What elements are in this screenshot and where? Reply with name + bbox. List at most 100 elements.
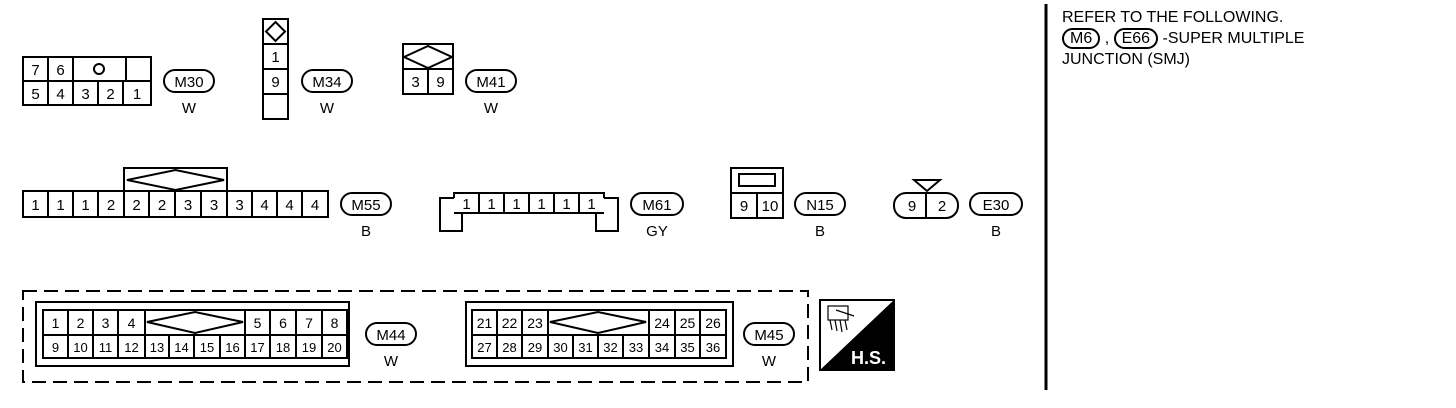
pin-M45-21: 21: [477, 315, 493, 331]
pin-M45-22: 22: [502, 315, 518, 331]
pin-M44-4: 4: [128, 315, 136, 331]
pin-N15-10: 10: [762, 198, 779, 215]
connector-id-M41: M41: [476, 74, 505, 91]
connector-color-M61: GY: [646, 223, 668, 240]
connector-N15: [730, 167, 784, 219]
pin-M30-3: 3: [81, 86, 89, 103]
pin-M55-2: 2: [158, 197, 166, 214]
connector-color-M41: W: [484, 100, 499, 117]
connector-M34: [262, 18, 289, 120]
connector-id-M34: M34: [312, 74, 341, 91]
ref-comma: ,: [1104, 30, 1110, 47]
connector-color-M45: W: [762, 353, 777, 370]
pin-M61-1: 1: [462, 196, 470, 213]
pin-M55-4: 4: [260, 197, 268, 214]
pin-M44-7: 7: [305, 315, 313, 331]
pin-M41-3: 3: [411, 74, 419, 91]
pin-M30-1: 1: [133, 86, 141, 103]
connector-E30: [893, 179, 959, 219]
pin-M30-2: 2: [106, 86, 114, 103]
ref-pill-e66: E66: [1113, 28, 1159, 49]
pin-M44-5: 5: [254, 315, 262, 331]
connector-id-E30: E30: [983, 197, 1010, 214]
pin-M44-6: 6: [279, 315, 287, 331]
pin-M44-18: 18: [276, 340, 290, 355]
pin-M30-6: 6: [56, 62, 64, 79]
pin-M44-11: 11: [99, 340, 113, 355]
connector-id-M30: M30: [174, 74, 203, 91]
connector-M30: [22, 56, 152, 106]
hs-badge-label: H.S.: [851, 348, 886, 368]
pin-M45-34: 34: [655, 340, 669, 355]
connector-id-N15: N15: [806, 197, 834, 214]
pin-M30-7: 7: [31, 62, 39, 79]
pin-M55-2: 2: [107, 197, 115, 214]
pin-M61-1: 1: [537, 196, 545, 213]
pin-M55-3: 3: [210, 197, 218, 214]
pin-M45-28: 28: [502, 340, 516, 355]
pin-M55-3: 3: [184, 197, 192, 214]
pin-M61-1: 1: [562, 196, 570, 213]
pin-M34-1: 1: [271, 49, 279, 66]
pin-M30-4: 4: [56, 86, 64, 103]
pin-M55-1: 1: [81, 197, 89, 214]
pin-M55-1: 1: [31, 197, 39, 214]
pill-M55: [340, 192, 392, 216]
pin-M61-1: 1: [487, 196, 495, 213]
pin-M44-10: 10: [73, 340, 87, 355]
connector-group-dashed: [22, 290, 809, 383]
hs-badge: H.S.: [819, 299, 895, 371]
pin-M44-9: 9: [52, 340, 59, 355]
pin-M45-30: 30: [553, 340, 567, 355]
pin-M45-36: 36: [706, 340, 720, 355]
pin-M34-9: 9: [271, 74, 279, 91]
pin-M61-1: 1: [587, 196, 595, 213]
pin-M55-4: 4: [311, 197, 319, 214]
connector-color-N15: B: [815, 223, 825, 240]
connector-color-E30: B: [991, 223, 1001, 240]
connector-M41: [401, 43, 455, 95]
harness-shield-icon: [827, 305, 855, 333]
connector-color-M30: W: [182, 100, 197, 117]
pin-M45-27: 27: [477, 340, 491, 355]
pin-M44-15: 15: [200, 340, 214, 355]
connector-M44: [35, 301, 350, 367]
refer-line-1: REFER TO THE FOLLOWING.: [1062, 9, 1284, 26]
pin-M45-24: 24: [654, 315, 670, 331]
pin-M41-9: 9: [436, 74, 444, 91]
pin-N15-9: 9: [740, 198, 748, 215]
pin-M45-26: 26: [705, 315, 721, 331]
pin-M45-25: 25: [680, 315, 696, 331]
pin-M55-1: 1: [56, 197, 64, 214]
refer-line-3: JUNCTION (SMJ): [1062, 51, 1190, 68]
pin-M45-23: 23: [527, 315, 543, 331]
pin-M44-8: 8: [331, 315, 339, 331]
pin-M30-5: 5: [31, 86, 39, 103]
pin-M44-2: 2: [77, 315, 85, 331]
connector-color-M55: B: [361, 223, 371, 240]
pin-M44-16: 16: [225, 340, 239, 355]
pin-E30-2: 2: [938, 198, 946, 215]
pin-M44-1: 1: [52, 315, 60, 331]
pill-M34: [301, 69, 353, 93]
pin-M44-3: 3: [102, 315, 110, 331]
pill-M61: [630, 192, 684, 216]
pin-M45-35: 35: [680, 340, 694, 355]
refer-line-2: M6 , E66 -SUPER MULTIPLE: [1062, 28, 1442, 49]
pill-M44: [365, 322, 417, 346]
connector-M45: [465, 301, 734, 367]
pin-M45-32: 32: [603, 340, 617, 355]
pin-M44-20: 20: [327, 340, 341, 355]
pin-M44-17: 17: [250, 340, 264, 355]
connector-id-M45: M45: [754, 327, 783, 344]
pill-M30: [163, 69, 215, 93]
connector-color-M34: W: [320, 100, 335, 117]
pin-M55-4: 4: [285, 197, 293, 214]
connector-id-M44: M44: [376, 327, 405, 344]
connector-id-M61: M61: [642, 197, 671, 214]
pin-M45-31: 31: [578, 340, 592, 355]
ref-pill-m6: M6: [1062, 28, 1101, 49]
pin-M44-12: 12: [124, 340, 138, 355]
pill-M41: [465, 69, 517, 93]
pin-M45-29: 29: [528, 340, 542, 355]
